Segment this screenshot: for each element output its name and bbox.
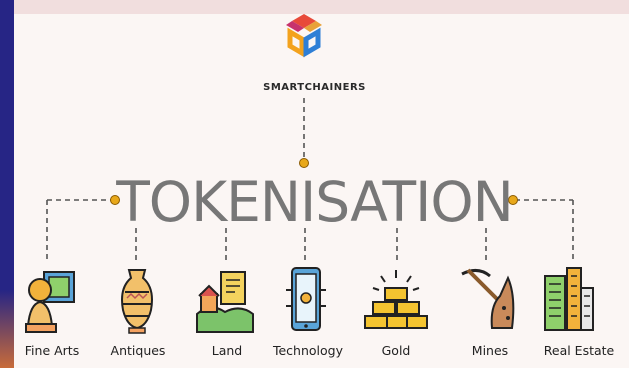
asset-label-mines: Mines — [471, 343, 509, 358]
diagram-panel — [14, 14, 629, 368]
buildings-icon — [544, 267, 594, 331]
gold-bars-icon — [364, 270, 428, 329]
top-band — [14, 0, 629, 14]
left-border — [0, 0, 14, 368]
asset-label-gold: Gold — [381, 343, 411, 358]
pickaxe-icon — [461, 268, 515, 329]
asset-label-land: Land — [211, 343, 243, 358]
asset-label-fine-arts: Fine Arts — [24, 343, 80, 358]
fine-arts-icon — [25, 271, 75, 333]
asset-label-real-estate: Real Estate — [543, 343, 615, 358]
land-icon — [196, 271, 254, 333]
diagram-title: TOKENISATION — [116, 170, 514, 234]
asset-label-antiques: Antiques — [110, 343, 166, 358]
smartchainers-logo — [286, 14, 322, 58]
brand-name: SMARTCHAINERS — [263, 82, 366, 93]
vase-icon — [121, 269, 153, 334]
asset-label-technology: Technology — [272, 343, 344, 358]
smartphone-icon — [286, 267, 326, 331]
